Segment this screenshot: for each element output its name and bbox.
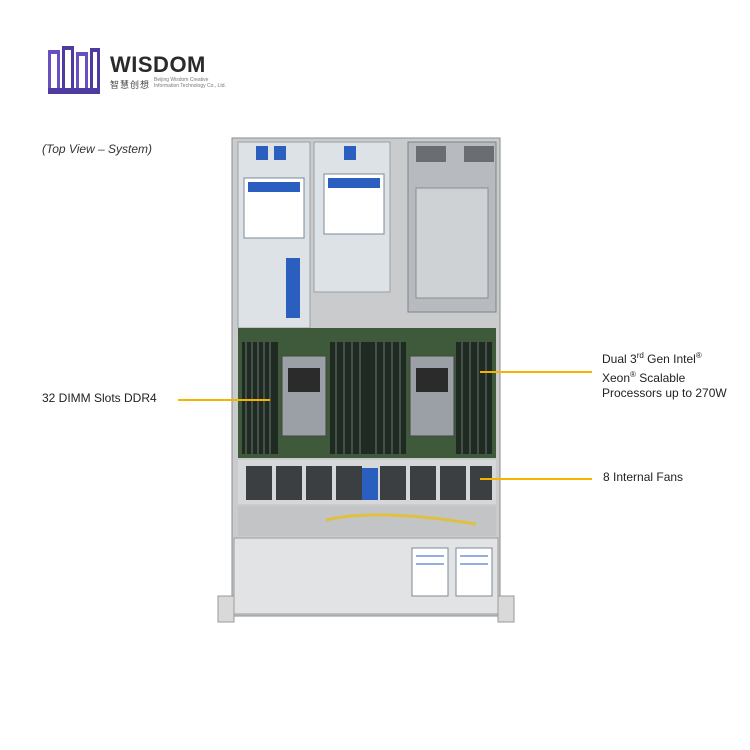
cpu-callout-line <box>480 371 592 373</box>
brand-name: WISDOM <box>110 52 206 77</box>
brand-tagline: Beijing Wisdom Creative Information Tech… <box>154 77 226 89</box>
server-top-view-image <box>217 137 515 623</box>
fans-callout-label: 8 Internal Fans <box>603 470 684 484</box>
cpu-callout-label: Dual 3rd Gen Intel® Xeon® Scalable Proce… <box>602 351 727 400</box>
view-caption: (Top View – System) <box>42 142 153 156</box>
dimm-callout-line <box>178 399 270 401</box>
brand-logo: WISDOM 智慧创想 Beijing Wisdom Creative Info… <box>46 44 226 98</box>
brand-name-cn: 智慧创想 <box>110 80 151 90</box>
wisdom-logo-icon <box>48 46 100 94</box>
dimm-callout-label: 32 DIMM Slots DDR4 <box>42 391 157 405</box>
fans-callout-line <box>480 478 592 480</box>
